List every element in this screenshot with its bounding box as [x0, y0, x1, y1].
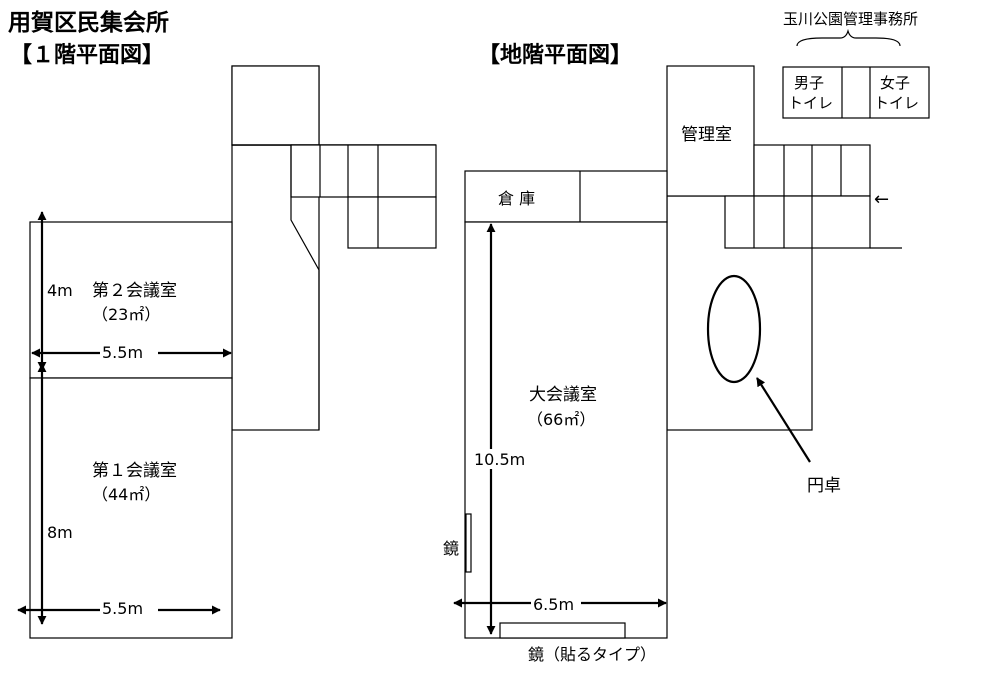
- basement-plan: 男子 トイレ 女子 トイレ 管理室 ← 倉 庫 大会議室 （66㎡） 10.5m: [443, 65, 930, 664]
- park-office-label: 玉川公園管理事務所: [783, 10, 918, 28]
- men-toilet-line1: 男子: [794, 74, 824, 92]
- women-toilet-line2: トイレ: [874, 94, 919, 112]
- round-table-pointer: [756, 377, 811, 463]
- room1-outline: [29, 377, 233, 639]
- floor1-plan: 第２会議室 （23㎡） 第１会議室 （44㎡） 4m 5.5m 8m 5.5m: [17, 65, 437, 639]
- men-toilet-line2: トイレ: [788, 94, 833, 112]
- storage-label: 倉 庫: [498, 189, 535, 208]
- round-table-shape: [706, 274, 762, 384]
- floor1-stairs-lower: [347, 196, 437, 249]
- stick-mirror: [499, 622, 626, 639]
- side-mirror: [465, 513, 472, 573]
- floor1-stairs-upper: [290, 144, 437, 198]
- stick-mirror-label: 鏡（貼るタイプ）: [528, 645, 656, 664]
- basement-title: 【地階平面図】: [478, 43, 632, 68]
- side-mirror-label: 鏡: [443, 539, 459, 558]
- room2-width-label: 5.5m: [102, 343, 143, 362]
- basement-stairs-lower: [724, 195, 871, 249]
- room1-name: 第１会議室: [92, 461, 177, 481]
- room1-area: （44㎡）: [92, 485, 160, 504]
- floor1-corridor-wall: [290, 145, 320, 430]
- facility-title: 用賀区民集会所: [8, 9, 169, 36]
- room2-area: （23㎡）: [92, 305, 160, 324]
- entry-arrow: ←: [874, 189, 889, 210]
- hall-width-label: 6.5m: [533, 595, 574, 614]
- park-office-brace: [796, 28, 901, 47]
- hall-name: 大会議室: [529, 385, 597, 405]
- hall-area: （66㎡）: [527, 410, 595, 429]
- room1-width-label: 5.5m: [102, 599, 143, 618]
- round-table-label: 円卓: [807, 476, 841, 496]
- floor1-stair-landing: [231, 65, 320, 146]
- room1-height-label: 8m: [47, 523, 73, 542]
- women-toilet-line1: 女子: [880, 74, 910, 92]
- floor1-title: 【１階平面図】: [10, 43, 164, 68]
- room2-height-label: 4m: [47, 281, 73, 300]
- hall-outline: [464, 221, 668, 639]
- office-label: 管理室: [681, 125, 732, 145]
- hall-height-label: 10.5m: [474, 450, 525, 469]
- room2-name: 第２会議室: [92, 281, 177, 301]
- storage-row: [464, 170, 668, 223]
- toilet-block: [782, 66, 930, 119]
- office-outline: [666, 65, 755, 197]
